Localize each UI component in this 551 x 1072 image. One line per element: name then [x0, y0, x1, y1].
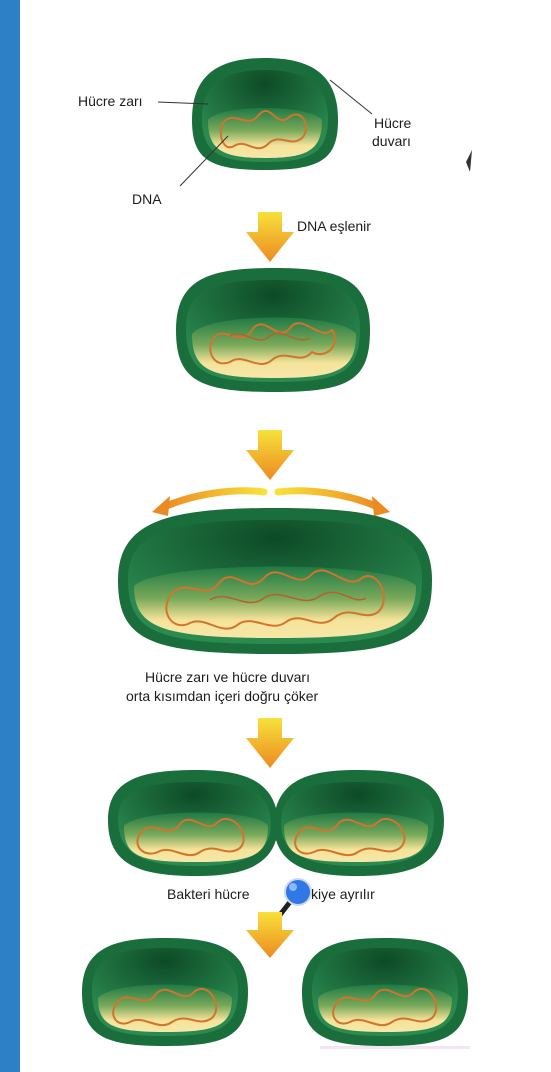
label-step-1: DNA eşlenir [297, 218, 371, 234]
cell-4-dividing [108, 770, 444, 876]
daughter-cell-left [82, 938, 248, 1046]
arrow-4 [246, 912, 294, 958]
side-accent-bar [0, 0, 20, 1072]
cell-3 [118, 508, 432, 654]
arrow-2 [246, 430, 294, 480]
label-cell-wall-2: duvarı [372, 133, 411, 149]
label-step-4-after: kiye ayrılır [311, 886, 375, 902]
label-step-4-before: Bakteri hücre [167, 886, 250, 902]
stray-mark [466, 150, 472, 172]
binary-fission-diagram: Hücre zarı Hücre duvarı DNA DNA eşlenir … [20, 0, 551, 1072]
bottom-strip [320, 1046, 470, 1049]
cell-1 [192, 58, 338, 170]
arrow-1 [246, 212, 294, 262]
label-dna: DNA [132, 191, 162, 207]
cell-2 [176, 268, 370, 392]
arrow-3 [246, 718, 294, 768]
label-step-3-line-1: Hücre zarı ve hücre duvarı [145, 669, 310, 685]
label-cell-membrane: Hücre zarı [78, 93, 143, 109]
diagram-stage: Hücre zarı Hücre duvarı DNA DNA eşlenir … [20, 0, 551, 1072]
label-step-3-line-2: orta kısımdan içeri doğru çöker [126, 688, 319, 704]
label-cell-wall-1: Hücre [374, 115, 412, 131]
daughter-cell-right [302, 938, 468, 1046]
